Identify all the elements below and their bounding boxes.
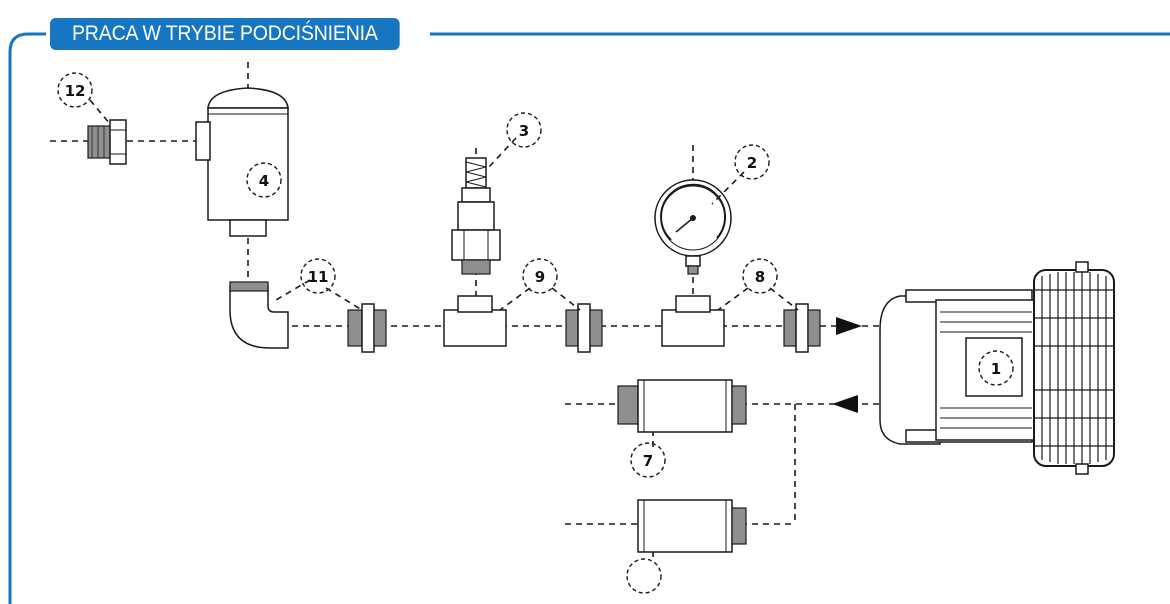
vacuum-gauge-2 (654, 179, 732, 275)
callout-8-circle (742, 258, 778, 294)
callout-1-label: 1 (991, 360, 1001, 378)
diagram-title: PRACA W TRYBIE PODCIŚNIENIA (50, 18, 400, 50)
callout-4-circle (246, 162, 282, 198)
callout-11-label: 11 (308, 268, 329, 286)
outlet-silencer-7 (617, 379, 747, 433)
callout-12-circle (57, 72, 93, 108)
nipple-fitting-12 (87, 119, 127, 165)
callout-3-label: 3 (519, 122, 529, 140)
nipple-fitting-8 (783, 303, 821, 353)
outlet-arrow-icon (832, 395, 858, 413)
callout-7-label: 7 (643, 452, 653, 470)
inlet-filter-4 (195, 87, 289, 237)
callout-8-label: 8 (755, 268, 765, 286)
callout-2-circle (734, 144, 770, 180)
callout-blank-circle (626, 558, 662, 594)
secondary-silencer (637, 499, 747, 553)
nipple-fitting-11 (347, 303, 387, 353)
side-channel-blower-1 (879, 261, 1115, 475)
elbow-fitting (229, 281, 289, 349)
callout-12-label: 12 (65, 82, 86, 100)
callouts: 12 4 3 2 11 9 8 1 7 (57, 72, 1014, 594)
inlet-arrow-icon (836, 317, 862, 335)
callout-1-circle (978, 350, 1014, 386)
callout-2-label: 2 (747, 154, 757, 172)
tee-fitting-8 (661, 295, 725, 347)
frame-border (8, 32, 1170, 604)
callout-9-label: 9 (535, 268, 545, 286)
callout-11-circle (300, 258, 336, 294)
callout-7-circle (630, 442, 666, 478)
relief-valve-3 (451, 157, 501, 275)
callout-4-label: 4 (259, 172, 269, 190)
callout-9-circle (522, 258, 558, 294)
callout-3-circle (506, 112, 542, 148)
nipple-fitting-9 (565, 303, 603, 353)
tee-fitting-9 (443, 295, 507, 347)
